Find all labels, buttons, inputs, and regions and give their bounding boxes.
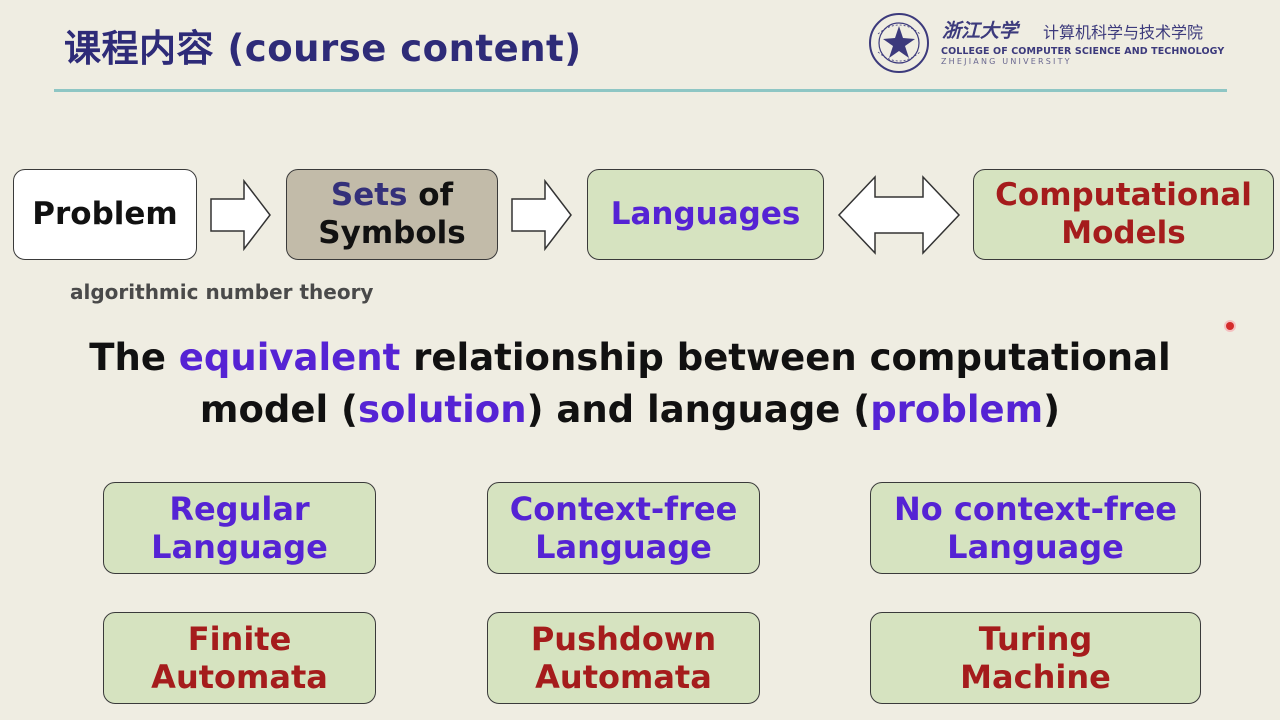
header-divider (54, 89, 1227, 92)
languages-label: Languages (610, 195, 801, 232)
machine-line: Machine (960, 658, 1111, 696)
statement-text: relationship between computational (400, 336, 1171, 379)
page-title: 课程内容 (course content) (64, 27, 582, 70)
language-line: Language (151, 528, 328, 566)
college-name-en: COLLEGE OF COMPUTER SCIENCE AND TECHNOLO… (941, 46, 1225, 57)
laser-pointer-dot (1226, 322, 1234, 330)
machine-line: Finite (187, 619, 292, 658)
college-name-cn: 计算机科学与技术学院 (1043, 23, 1204, 42)
computational-label: Computational (995, 177, 1252, 214)
machine-line: Automata (535, 658, 712, 696)
problem-label: Problem (32, 195, 178, 232)
problem-box: Problem (13, 169, 197, 260)
statement-text: ) (1043, 388, 1061, 431)
statement-text: ) and language ( (526, 388, 871, 431)
symbols-label: Symbols (318, 214, 466, 251)
statement-highlight-equivalent: equivalent (178, 336, 401, 379)
equivalence-statement: The equivalent relationship between comp… (40, 332, 1220, 436)
right-arrow-icon (210, 179, 271, 251)
sets-of-symbols-box: Sets of Symbols (286, 169, 498, 260)
language-line: Language (947, 528, 1124, 566)
language-line: Regular (169, 489, 310, 528)
statement-text: model ( (199, 388, 358, 431)
models-label: Models (1061, 214, 1186, 251)
statement-highlight-problem: problem (870, 388, 1044, 431)
machine-line: Pushdown (530, 619, 717, 658)
sets-label: Sets (330, 177, 408, 214)
machine-line: Turing (978, 619, 1093, 658)
statement-highlight-solution: solution (357, 388, 527, 431)
computational-models-box: Computational Models (973, 169, 1274, 260)
languages-box: Languages (587, 169, 824, 260)
right-arrow-icon (511, 179, 572, 251)
statement-text: The (89, 336, 179, 379)
university-name-en: ZHEJIANG UNIVERSITY (941, 57, 1072, 66)
language-line: No context-free (894, 489, 1177, 528)
machine-line: Automata (151, 658, 328, 696)
algorithmic-number-theory-note: algorithmic number theory (70, 280, 374, 304)
sets-of-label: of (407, 177, 454, 214)
university-name-cn: 浙江大学 (942, 20, 1019, 42)
double-arrow-icon (837, 175, 961, 255)
language-line: Language (535, 528, 712, 566)
university-seal-logo (869, 13, 929, 73)
language-line: Context-free (509, 489, 738, 528)
